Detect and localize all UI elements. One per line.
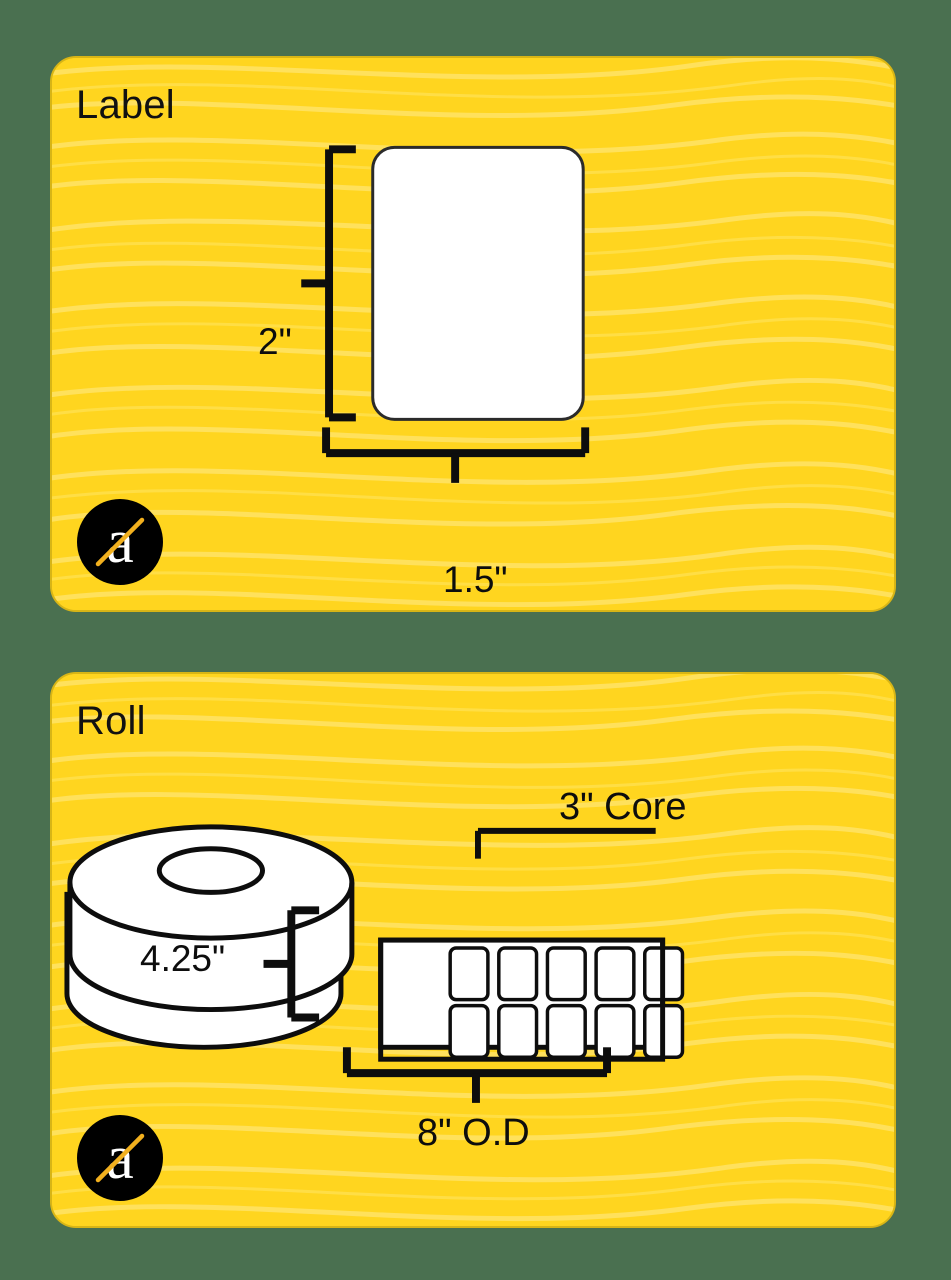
roll-core-hole (156, 846, 266, 895)
roll-drawing (64, 824, 685, 1103)
core-leader-line (474, 827, 656, 859)
roll-width-dimension: 4.25" (140, 938, 226, 979)
width-dimension-bracket (322, 427, 590, 483)
acme-a-logo: a (77, 1115, 163, 1201)
roll-width-bracket-layer (263, 906, 320, 1022)
outer-diameter-dimension-bracket (342, 1047, 612, 1103)
height-dimension-bracket (301, 145, 356, 422)
label-shape (371, 145, 585, 421)
roll-spec-card: Roll (50, 672, 896, 1228)
roll-core-dimension: 3" Core (559, 786, 687, 828)
acme-a-logo: a (77, 499, 163, 585)
roll-outer-diameter-dimension: 8" O.D (417, 1112, 530, 1154)
roll-cylinder (67, 824, 355, 1013)
label-web (378, 937, 685, 1062)
label-drawing (301, 145, 590, 483)
label-spec-card: Label 2" 1.5" a (50, 56, 896, 612)
label-height-dimension: 2" (258, 321, 292, 362)
label-width-dimension: 1.5" (443, 559, 508, 600)
card-title-label: Label (76, 83, 175, 127)
card-title-roll: Roll (76, 699, 146, 743)
